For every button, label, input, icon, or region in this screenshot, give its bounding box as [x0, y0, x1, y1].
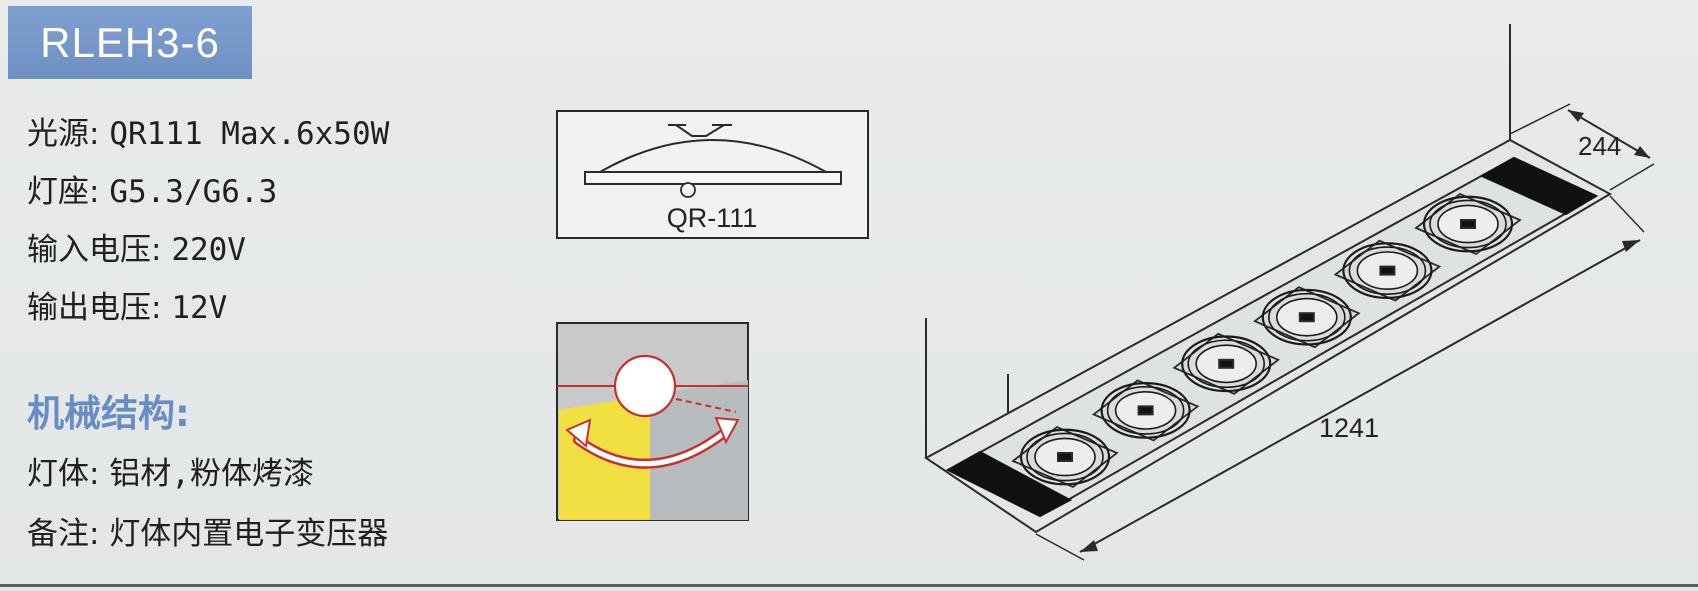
spec-input-voltage: 输入电压: 220V	[27, 230, 246, 270]
end-module-left	[945, 450, 1073, 518]
lamp-center-cap	[680, 182, 696, 198]
width-extension-line-2	[1609, 163, 1655, 191]
length-arrow-end	[1622, 240, 1640, 252]
mechanical-heading: 机械结构:	[27, 392, 190, 435]
spec-value: 12V	[171, 290, 228, 326]
spec-value: 220V	[171, 232, 246, 268]
lamp-cell	[1011, 425, 1119, 489]
spec-label: 输出电压:	[27, 290, 162, 326]
end-module-right	[1479, 156, 1599, 216]
lamp-cells	[1011, 192, 1522, 489]
width-arrow-end	[1634, 146, 1650, 158]
lamp-pins	[675, 124, 725, 137]
spec-label: 灯座:	[27, 174, 100, 210]
spec-label: 输入电压:	[27, 232, 162, 268]
lamp-cell	[1091, 379, 1200, 442]
lamp-caption: QR-111	[667, 203, 758, 233]
spec-value: G5.3/G6.3	[109, 174, 278, 210]
spec-value: 灯体内置电子变压器	[109, 516, 389, 552]
spec-output-voltage: 输出电压: 12V	[27, 288, 227, 328]
lamp-cell	[1172, 332, 1280, 395]
dimension-length: 1241	[1035, 195, 1645, 561]
spec-label: 备注:	[27, 516, 100, 552]
lamp-head-circle	[613, 354, 677, 418]
model-badge: RLEH3-6	[8, 6, 252, 79]
lamp-dome	[599, 139, 827, 173]
rotation-arrows-icon	[565, 416, 740, 469]
spec-light-source: 光源: QR111 Max.6x50W	[27, 114, 389, 154]
width-arrow-start	[1568, 110, 1584, 122]
length-dimension-label: 1241	[1319, 413, 1379, 443]
spec-note: 备注: 灯体内置电子变压器	[27, 514, 388, 554]
dimension-width: 244	[1509, 103, 1655, 191]
length-arrow-start	[1080, 540, 1098, 552]
length-extension-line-2	[1609, 195, 1645, 233]
length-extension-line	[1035, 533, 1085, 561]
spec-label: 灯体:	[27, 456, 100, 492]
lamp-reflector-rim	[584, 171, 842, 185]
width-dimension-label: 244	[1578, 131, 1621, 161]
width-extension-line	[1509, 103, 1571, 135]
qr111-lamp-diagram: QR-111	[556, 110, 869, 239]
spec-lamp-holder: 灯座: G5.3/G6.3	[27, 172, 277, 212]
lamp-cell	[1414, 192, 1522, 256]
lamp-cell	[1253, 286, 1361, 349]
tilt-dashed-line	[675, 398, 737, 413]
spec-value: QR111 Max.6x50W	[109, 116, 390, 152]
spec-body: 灯体: 铝材,粉体烤漆	[27, 454, 314, 494]
lamp-cell	[1333, 239, 1442, 302]
fixture-drawing	[924, 24, 1613, 534]
rotation-diagram	[556, 322, 749, 521]
spec-label: 光源:	[27, 116, 100, 152]
length-dimension-line	[1079, 239, 1641, 553]
bottom-rule	[0, 584, 1698, 587]
width-dimension-line	[1567, 109, 1651, 159]
spec-value: 铝材,粉体烤漆	[109, 456, 314, 492]
